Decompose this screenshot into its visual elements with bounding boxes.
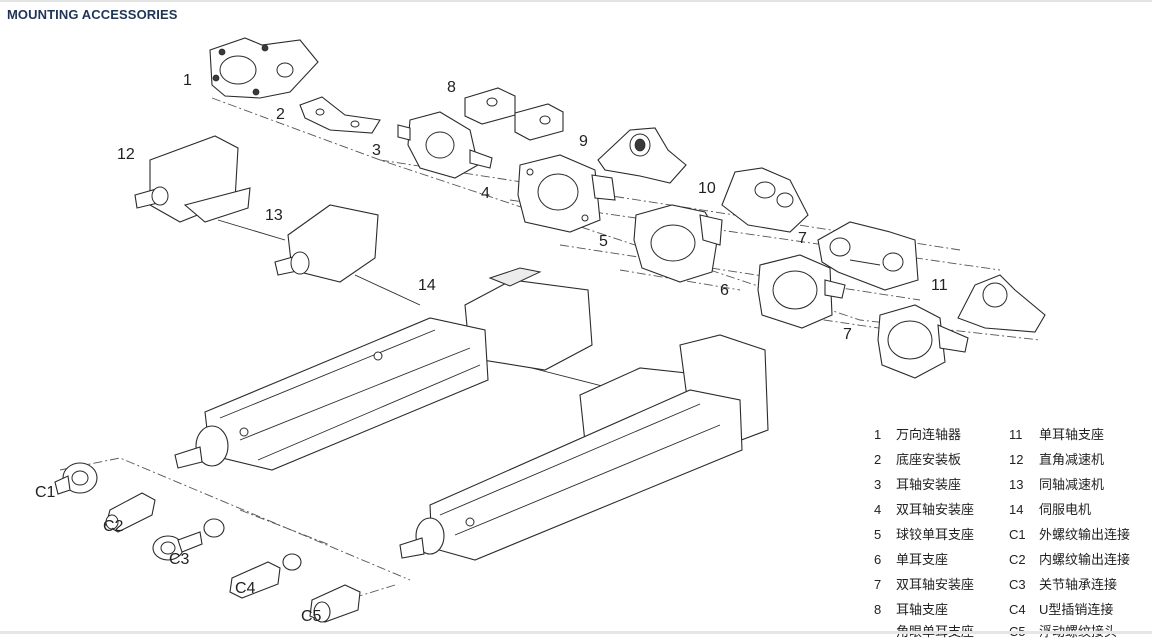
part-6-single-ear-flange — [757, 254, 846, 329]
right-actuator — [399, 334, 769, 561]
top-rule — [0, 0, 1152, 2]
callout-c1: C1 — [35, 484, 56, 501]
callout-c2: C2 — [103, 518, 124, 535]
callout-3: 3 — [372, 142, 381, 159]
callout-13: 13 — [265, 207, 283, 224]
bottom-rule — [0, 631, 1152, 634]
callout-11: 11 — [931, 277, 948, 294]
callout-c5: C5 — [301, 608, 322, 625]
part-8-blocks — [464, 87, 564, 141]
callout-c4: C4 — [235, 580, 256, 597]
part-7b-double-ear-flange — [877, 304, 969, 379]
part-3-trunnion-seat — [397, 111, 493, 179]
part-1-universal-coupling — [209, 37, 319, 99]
callout-7-bottom: 7 — [843, 326, 852, 343]
part-7-double-ear-pin — [817, 221, 919, 291]
callout-4: 4 — [481, 185, 490, 202]
callout-2: 2 — [276, 106, 285, 123]
part-9-ball-ear-support — [597, 127, 687, 184]
callout-c3: C3 — [169, 551, 190, 568]
part-5-ball-ear-flange — [633, 204, 723, 283]
callout-12: 12 — [117, 146, 135, 163]
callout-14: 14 — [418, 277, 436, 294]
callout-9: 9 — [579, 133, 588, 150]
connector-c5 — [309, 584, 361, 623]
left-actuator — [174, 267, 593, 471]
part-13-inline-reducer — [274, 204, 379, 283]
connector-c4 — [229, 553, 302, 599]
part-4-double-ear-mount — [517, 154, 616, 233]
callout-10: 10 — [698, 180, 716, 197]
callout-1: 1 — [183, 72, 192, 89]
part-2-base-plate — [299, 96, 381, 134]
part-11-single-ear-support — [957, 274, 1046, 333]
callout-8: 8 — [447, 79, 456, 96]
callout-5: 5 — [599, 233, 608, 250]
part-10-clevis-bracket — [721, 167, 809, 233]
connector-c3 — [152, 518, 225, 561]
callout-7-top: 7 — [798, 230, 807, 247]
connector-c1 — [54, 462, 98, 495]
page-title: MOUNTING ACCESSORIES — [7, 7, 178, 22]
connector-c2 — [105, 492, 156, 533]
part-12-right-angle-reducer — [134, 135, 251, 223]
callout-6: 6 — [720, 282, 729, 299]
